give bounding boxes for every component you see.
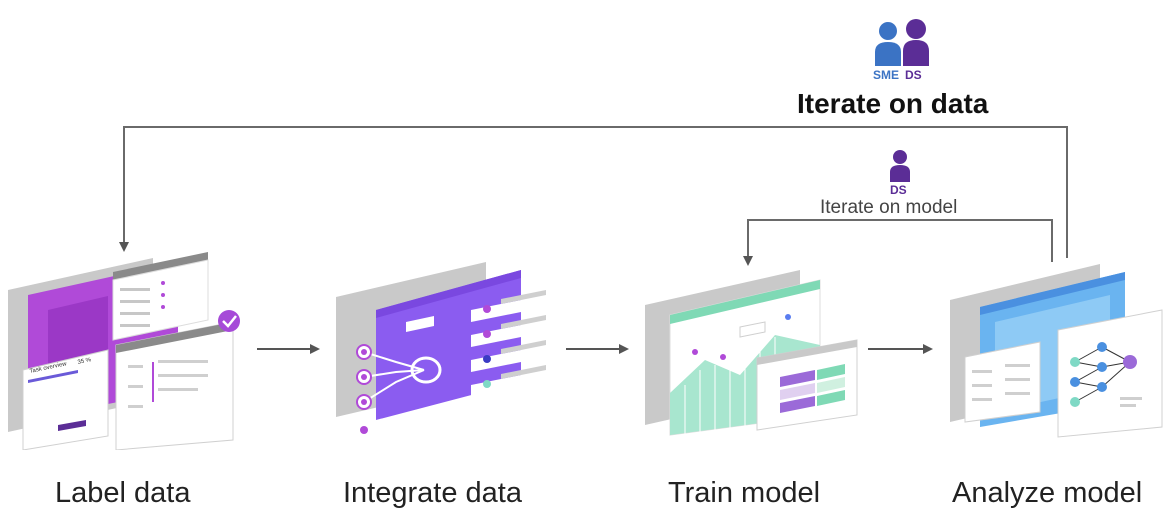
ds-model-badge: DS (890, 183, 907, 197)
step-label-integrate-data: Integrate data (343, 477, 522, 509)
analyze-model-illustration (950, 264, 1163, 438)
integrate-data-illustration (336, 262, 546, 434)
step-label-analyze-model: Analyze model (952, 477, 1143, 509)
iterate-on-model-title: Iterate on model (820, 197, 958, 218)
ds-person-icon (903, 19, 929, 66)
ds-model-person-icon (890, 150, 910, 182)
ds-badge: DS (905, 68, 922, 82)
sme-badge: SME (873, 68, 900, 82)
sme-person-icon (875, 22, 901, 66)
step-label-train-model: Train model (668, 477, 821, 509)
train-model-illustration (645, 270, 858, 436)
label-data-illustration: Task overview 35 % (8, 252, 240, 450)
label-card-pct: 35 % (77, 357, 92, 366)
iterate-data-loop-line (119, 126, 1068, 258)
iterate-on-data-title: Iterate on data (797, 88, 989, 119)
step-label-label-data: Label data (55, 477, 191, 509)
check-circle-icon (218, 310, 240, 332)
iterate-model-loop-line (743, 219, 1053, 266)
